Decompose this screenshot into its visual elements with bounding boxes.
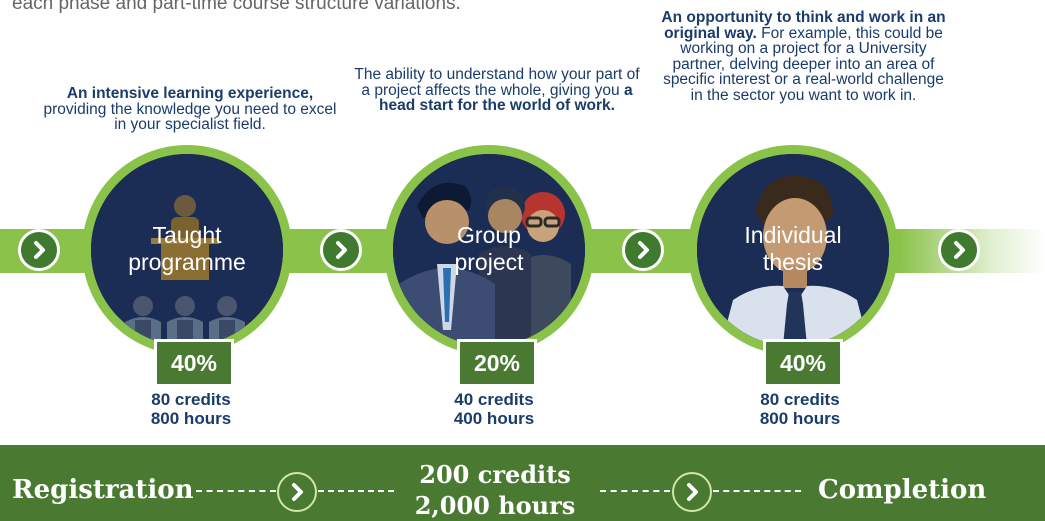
completion-label: Completion: [818, 475, 987, 505]
dashed-line: [196, 490, 276, 492]
phase-3-circle: Individual thesis: [688, 145, 898, 355]
phase-1-description-bold: An intensive learning experience,: [66, 85, 314, 102]
chevron-right-icon: [18, 229, 60, 271]
phase-1-description: An intensive learning experience, provid…: [40, 86, 340, 133]
phase-2-credits: 40 credits 400 hours: [419, 390, 569, 428]
phase-3-disc: Individual thesis: [697, 154, 889, 346]
phase-2-title-line-1: Group: [457, 222, 521, 248]
chevron-right-icon: [672, 472, 712, 512]
phase-1-hours-value: 800 hours: [150, 409, 232, 428]
phase-2-description: The ability to understand how your part …: [352, 67, 642, 114]
phase-1-title-line-1: Taught: [152, 222, 222, 248]
phase-2-hours-value: 400 hours: [453, 409, 535, 428]
chevron-right-icon: [938, 229, 980, 271]
phase-2-description-bold: a head start for the world of work.: [379, 81, 633, 114]
phase-3-title-line-2: thesis: [762, 249, 824, 275]
phase-2-title-line-2: project: [454, 249, 524, 275]
phase-1-title: Taught programme: [91, 222, 283, 276]
phase-1-credits: 80 credits 800 hours: [116, 390, 266, 428]
phase-3-credits: 80 credits 800 hours: [725, 390, 875, 428]
phase-1-percent-badge: 40%: [154, 339, 234, 387]
chevron-right-icon: [320, 229, 362, 271]
phase-2-credits-value: 40 credits: [454, 390, 534, 409]
phase-3-description-bold: An opportunity to think and work in an o…: [661, 9, 946, 42]
phase-2-percent-badge: 20%: [457, 339, 537, 387]
phase-3-credits-value: 80 credits: [760, 390, 840, 409]
chevron-right-icon: [277, 472, 317, 512]
phase-3-percent-badge: 40%: [763, 339, 843, 387]
total-credits: 200 credits: [419, 460, 571, 489]
phase-3-title: Individual thesis: [697, 222, 889, 276]
student-illustration: [697, 154, 889, 346]
phase-2-circle: Group project: [384, 145, 594, 355]
total-hours: 2,000 hours: [414, 491, 576, 520]
dashed-line: [600, 490, 670, 492]
phase-3-hours-value: 800 hours: [759, 409, 841, 428]
phase-2-title: Group project: [393, 222, 585, 276]
dashed-line: [713, 490, 801, 492]
phase-2-description-pre: The ability to understand how your part …: [354, 66, 640, 99]
phase-2-disc: Group project: [393, 154, 585, 346]
dashed-line: [318, 490, 394, 492]
lecturer-illustration: [91, 154, 283, 346]
phase-3-title-line-1: Individual: [744, 222, 842, 248]
chevron-right-icon: [622, 229, 664, 271]
intro-text: each phase and part-time course structur…: [12, 0, 461, 14]
phase-1-disc: Taught programme: [91, 154, 283, 346]
team-illustration: [393, 154, 585, 346]
phase-1-title-line-2: programme: [128, 249, 246, 275]
footer-bar: Registration 200 credits 2,000 hours Com…: [0, 445, 1045, 521]
phase-3-description: An opportunity to think and work in an o…: [656, 10, 951, 103]
phase-1-description-rest: providing the knowledge you need to exce…: [43, 100, 337, 133]
phase-1-credits-value: 80 credits: [151, 390, 231, 409]
phase-1-circle: Taught programme: [82, 145, 292, 355]
registration-label: Registration: [12, 475, 194, 505]
total-summary: 200 credits 2,000 hours: [405, 459, 585, 521]
phase-3-description-rest: For example, this could be working on a …: [663, 24, 944, 104]
